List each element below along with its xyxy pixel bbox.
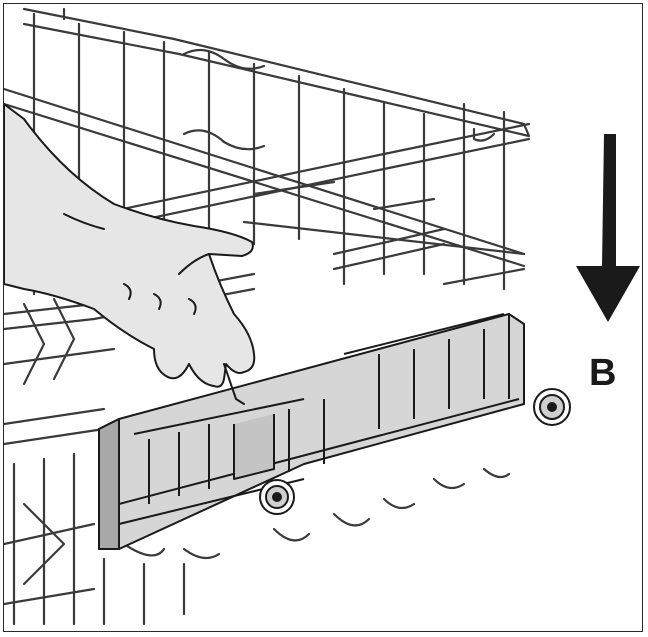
hand-illustration [4, 103, 256, 405]
fold-down-holder [98, 313, 525, 550]
down-arrow-icon [576, 134, 640, 322]
direction-label-b: B [589, 352, 617, 394]
rack-diagram [4, 7, 640, 626]
dish-rack-illustration [4, 7, 531, 626]
wheel-icon [259, 388, 571, 515]
illustration-frame: B [3, 3, 643, 632]
